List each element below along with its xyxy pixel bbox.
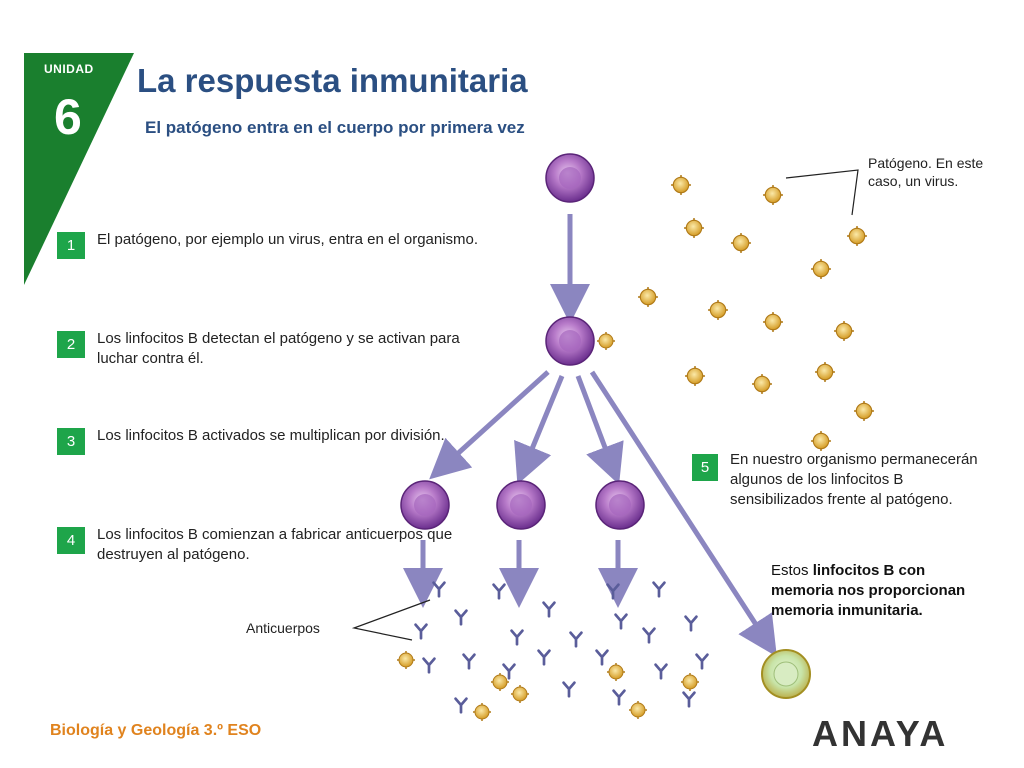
publisher-logo: ANAYA xyxy=(812,713,949,754)
arrow-memory xyxy=(589,370,777,657)
memory-note-bold: linfocitos B con memoria nos proporciona… xyxy=(771,562,966,619)
virus-cluster xyxy=(637,174,875,452)
arrow-division-right xyxy=(575,375,624,485)
lymphocyte-b-clone-3 xyxy=(595,480,645,530)
arrow-division-center xyxy=(514,375,565,485)
step-5: 5 En nuestro organismo permanecerán algu… xyxy=(692,450,992,534)
step-4: 4 Los linfocitos B comienzan a fabricar … xyxy=(57,526,497,571)
step-4-text: Los linfocitos B comienzan a fabricar an… xyxy=(97,526,453,563)
step-2-text: Los linfocitos B detectan el patógeno y … xyxy=(97,330,460,367)
memory-note-prefix: Estos xyxy=(771,562,813,579)
unit-label: UNIDAD xyxy=(44,62,94,76)
step-2: 2 Los linfocitos B detectan el patógeno … xyxy=(57,330,497,375)
lymphocyte-b-initial xyxy=(545,153,595,203)
arrow-division-left xyxy=(429,370,550,480)
step-4-number: 4 xyxy=(57,527,85,554)
antibodies-pointer xyxy=(351,599,431,641)
step-5-number: 5 xyxy=(692,454,718,481)
step-3-number: 3 xyxy=(57,428,85,455)
step-1-text: El patógeno, por ejemplo un virus, entra… xyxy=(97,231,479,248)
book-title: Biología y Geología 3.º ESO xyxy=(50,722,262,739)
page-title: La respuesta inmunitaria xyxy=(137,62,528,99)
step-1: 1 El patógeno, por ejemplo un virus, ent… xyxy=(57,231,497,276)
antibodies-label: Anticuerpos xyxy=(246,620,320,636)
step-3: 3 Los linfocitos B activados se multipli… xyxy=(57,427,497,472)
step-5-text: En nuestro organismo permanecerán alguno… xyxy=(730,451,978,508)
lymphocyte-b-clone-1 xyxy=(400,480,450,530)
lymphocyte-b-clone-2 xyxy=(496,480,546,530)
memory-lymphocyte xyxy=(761,649,811,699)
step-2-number: 2 xyxy=(57,331,85,358)
step-1-number: 1 xyxy=(57,232,85,259)
page-subtitle: El patógeno entra en el cuerpo por prime… xyxy=(145,118,525,137)
step-3-text: Los linfocitos B activados se multiplica… xyxy=(97,427,445,444)
unit-number: 6 xyxy=(54,89,82,145)
memory-note: Estos linfocitos B con memoria nos propo… xyxy=(771,561,991,621)
pathogen-label: Patógeno. En este caso, un virus. xyxy=(868,155,984,189)
lymphocyte-b-activated xyxy=(545,316,616,366)
pathogen-pointer xyxy=(785,169,859,216)
antibody-cluster xyxy=(396,581,709,722)
